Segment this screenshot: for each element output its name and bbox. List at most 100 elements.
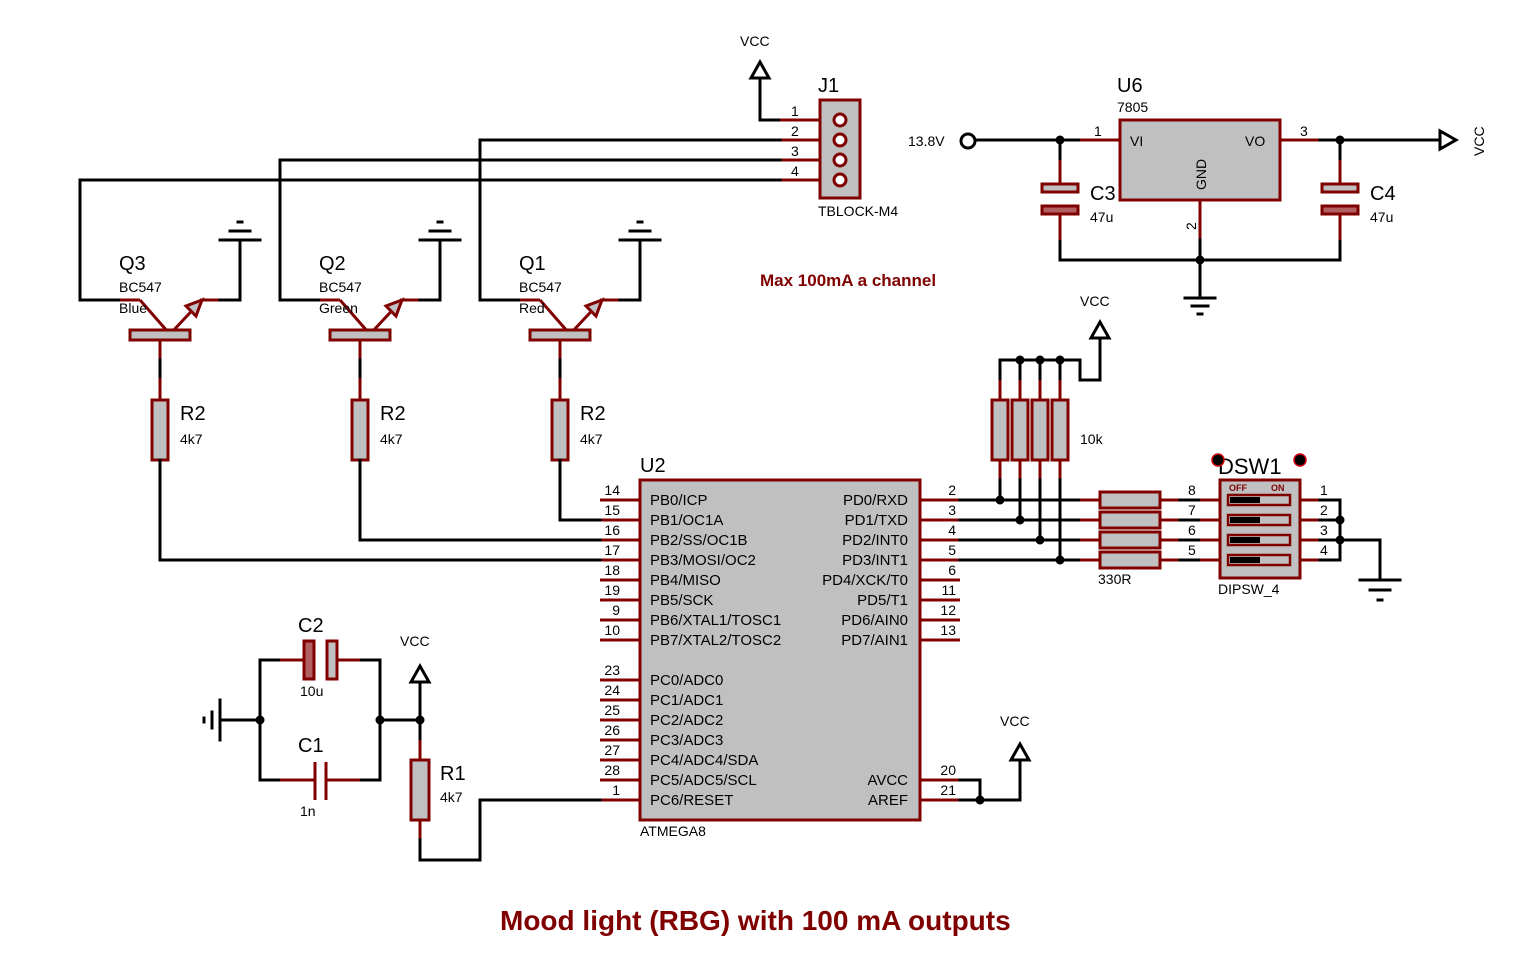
j1-pin-1: 1 xyxy=(791,103,799,119)
pin-number: 20 xyxy=(940,762,956,778)
pin-number: 13 xyxy=(940,622,956,638)
pin-number: 2 xyxy=(948,482,956,498)
pin-name: PD0/RXD xyxy=(843,492,908,509)
transistor-group: Q3BC547BlueR24k7Q2BC547GreenR24k7Q1BC547… xyxy=(119,220,662,462)
pin-number: 11 xyxy=(941,582,956,598)
pin-name: PD7/AIN1 xyxy=(841,632,908,649)
probe-down-icon xyxy=(1293,453,1307,467)
dip-switch-lever[interactable]: 2 xyxy=(1226,502,1328,527)
pin-number: 23 xyxy=(604,662,620,678)
resistor-value: 4k7 xyxy=(380,431,403,447)
pin-number: 28 xyxy=(604,762,620,778)
connector-j1[interactable]: VCC J1 1 2 3 4 TBLOCK-M4 xyxy=(740,33,898,219)
pin-name: PD4/XCK/T0 xyxy=(822,572,908,589)
j1-wires xyxy=(78,138,782,302)
vcc-symbol: VCC xyxy=(740,33,792,122)
current-note: Max 100mA a channel xyxy=(760,271,936,290)
capacitor-c3[interactable]: C3 47u xyxy=(1040,138,1116,240)
pin-name: AREF xyxy=(868,792,908,809)
regulator-u6[interactable]: 13.8V U6 7805 1 VI VO 3 GND 2 VCC xyxy=(908,75,1487,316)
c1-ref: C1 xyxy=(298,735,324,757)
u6-pin3: 3 xyxy=(1300,123,1308,139)
pullup-resistors[interactable]: VCC 10k xyxy=(990,293,1112,562)
capacitor-c2[interactable]: C2 10u xyxy=(280,615,360,699)
u6-ref: U6 xyxy=(1117,75,1143,97)
capacitor-c1[interactable]: C1 1n xyxy=(280,735,360,819)
transistor-channel: Green xyxy=(319,300,358,316)
series-resistor: 6 xyxy=(1080,522,1220,550)
transistor-type: BC547 xyxy=(519,279,562,295)
pin-number: 19 xyxy=(604,582,620,598)
dsw1-type: DIPSW_4 xyxy=(1218,581,1280,597)
series-value: 330R xyxy=(1098,571,1131,587)
transistor-channel: Blue xyxy=(119,300,147,316)
schematic-title: Mood light (RBG) with 100 mA outputs xyxy=(500,905,1011,936)
dip-switch-lever[interactable]: 1 xyxy=(1226,482,1328,507)
series-resistor: 7 xyxy=(1080,502,1220,530)
dip-switch-lever[interactable]: 3 xyxy=(1226,522,1328,547)
u6-vo: VO xyxy=(1245,133,1265,149)
vcc-label: VCC xyxy=(740,33,770,49)
pin-number: 25 xyxy=(604,702,620,718)
transistor-ref: Q2 xyxy=(319,253,346,275)
capacitor-c4[interactable]: C4 47u xyxy=(1320,138,1396,240)
u6-type: 7805 xyxy=(1117,99,1148,115)
pin-number: 18 xyxy=(604,562,620,578)
u2-ref: U2 xyxy=(640,455,666,477)
c2-ref: C2 xyxy=(298,615,324,637)
pin-number: 4 xyxy=(948,522,956,538)
series-resistor: 8 xyxy=(1080,482,1220,510)
resistor-ref: R2 xyxy=(580,403,606,425)
j1-ref: J1 xyxy=(818,75,839,97)
input-terminal xyxy=(959,132,977,150)
pin-name: PB6/XTAL1/TOSC1 xyxy=(650,612,781,629)
pullup-resistor xyxy=(1030,380,1050,542)
pin-name: PC2/ADC2 xyxy=(650,712,723,729)
j1-pin-2: 2 xyxy=(791,123,799,139)
dsw1-on-label: ON xyxy=(1271,483,1285,493)
pin-number: 14 xyxy=(604,482,620,498)
resistor-r1[interactable]: R1 4k7 xyxy=(409,740,466,840)
transistor-channel: Red xyxy=(519,300,545,316)
u2-right-pins: 2PD0/RXD3PD1/TXD4PD2/INT05PD3/INT16PD4/X… xyxy=(822,482,960,809)
pin-number: 6 xyxy=(948,562,956,578)
reset-circuit[interactable]: C2 10u C1 1n VCC R1 4k7 xyxy=(202,615,602,862)
mcu-u2[interactable]: U2 ATMEGA8 14PB0/ICP15PB1/OC1A16PB2/SS/O… xyxy=(600,455,960,839)
dip-switch-lever[interactable]: 4 xyxy=(1226,542,1328,567)
dsw1-ref: DSW1 xyxy=(1218,454,1282,479)
pin-name: PB4/MISO xyxy=(650,572,721,589)
